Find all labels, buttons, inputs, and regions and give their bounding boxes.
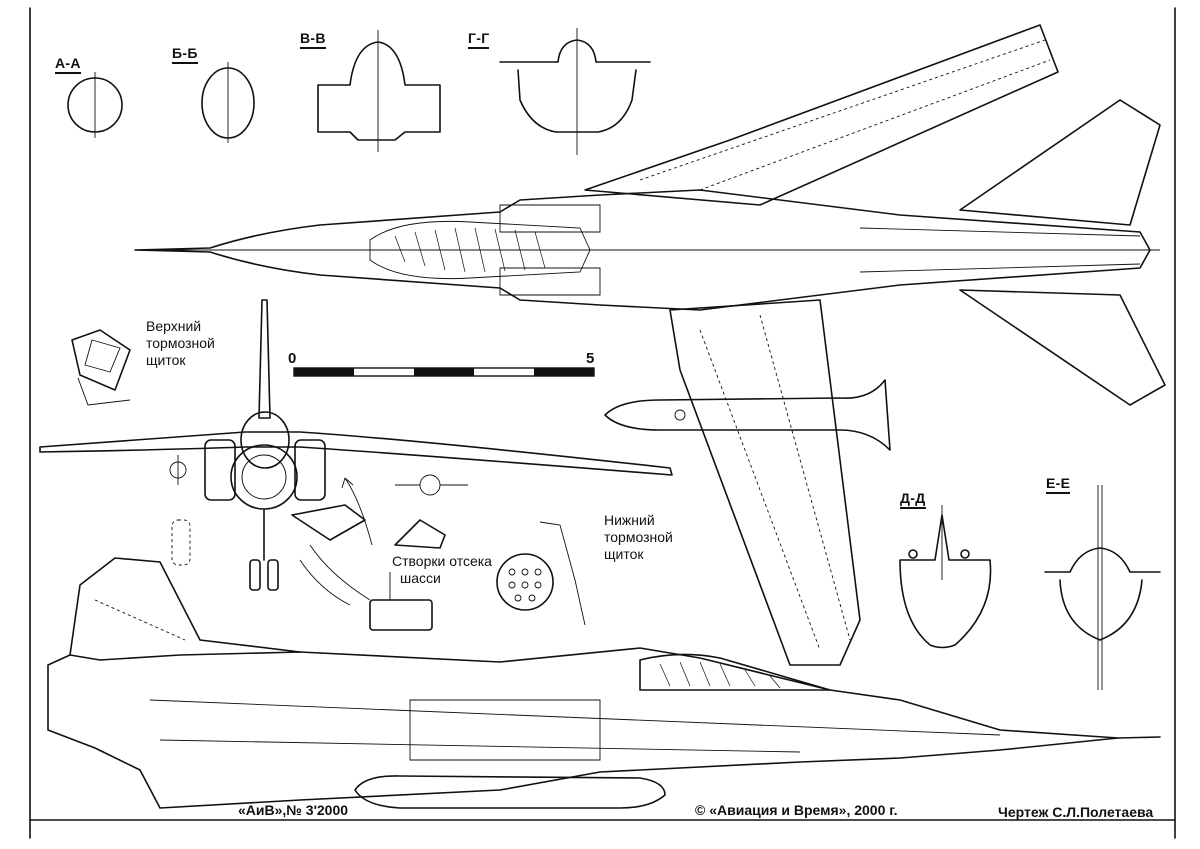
lower-brake-line3: щиток — [604, 546, 644, 562]
aircraft-top-view — [134, 24, 1166, 666]
scale-start: 0 — [288, 350, 297, 367]
section-label-v: В-В — [300, 30, 326, 49]
issue-label: «АиВ»,№ 3'2000 — [238, 802, 349, 818]
section-b-shape — [201, 62, 255, 143]
section-a-shape — [67, 72, 123, 138]
lower-brake-detail — [496, 521, 586, 626]
gear-doors-note: Створки отсека шасси — [392, 553, 492, 587]
gear-doors-line1: Створки отсека — [392, 553, 492, 569]
upper-brake-line3: щиток — [146, 352, 186, 368]
gear-doors-line2: шасси — [400, 570, 441, 586]
section-label-g: Г-Г — [468, 30, 490, 49]
upper-brake-line2: тормозной — [146, 335, 215, 351]
drop-tank — [604, 379, 891, 451]
upper-brake-line1: Верхний — [146, 318, 202, 334]
section-label-b: Б-Б — [172, 45, 198, 64]
copyright-label: © «Авиация и Время», 2000 г. — [695, 802, 898, 818]
aircraft-front-view — [39, 299, 673, 591]
author-label: Чертеж С.Л.Полетаева — [998, 804, 1154, 820]
upper-brake-note: Верхний тормозной щиток — [146, 318, 215, 369]
section-d-shape — [899, 505, 992, 649]
scale-bar — [293, 367, 595, 377]
section-e-shape — [1044, 485, 1161, 690]
lower-brake-line1: Нижний — [604, 512, 655, 528]
aircraft-side-view — [47, 557, 1161, 809]
gear-door-details — [291, 504, 446, 631]
upper-brake-detail — [71, 329, 131, 406]
section-g-shape — [499, 28, 651, 155]
scale-end: 5 — [586, 350, 595, 367]
section-v-shape — [317, 30, 441, 152]
section-label-a: А-А — [55, 55, 81, 74]
callout-arrows — [299, 477, 373, 606]
lower-brake-line2: тормозной — [604, 529, 673, 545]
section-label-e: Е-Е — [1046, 475, 1071, 494]
section-label-d: Д-Д — [900, 490, 926, 509]
lower-brake-note: Нижний тормозной щиток — [604, 512, 673, 563]
sheet-frame — [29, 7, 1176, 839]
